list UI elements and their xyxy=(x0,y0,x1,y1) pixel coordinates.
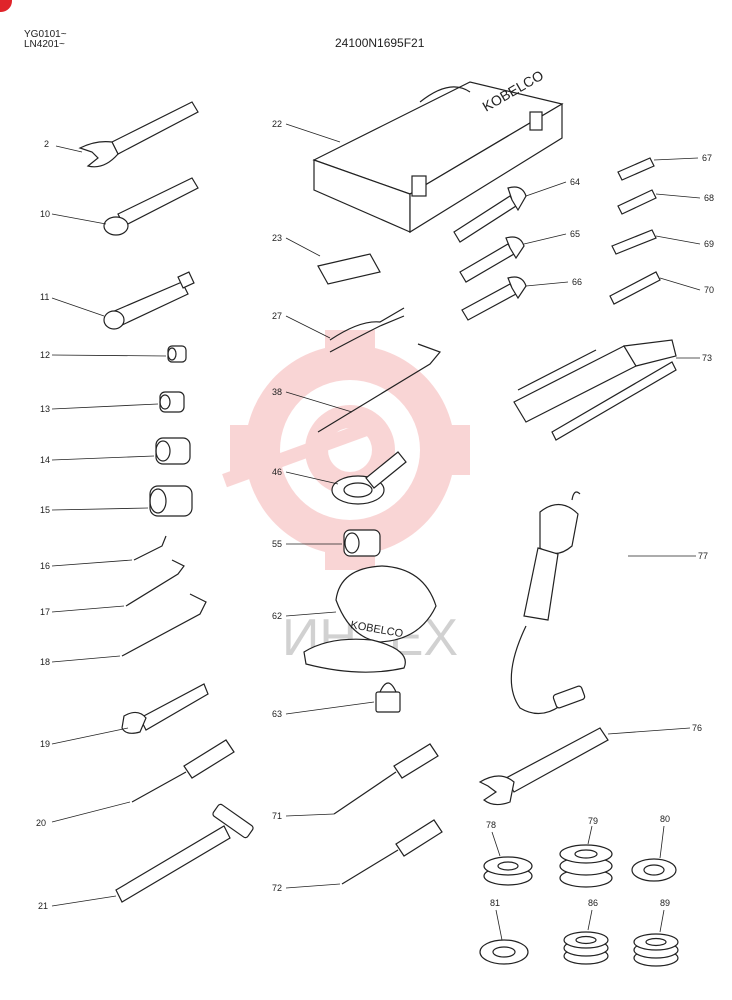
part-65-spanner xyxy=(459,233,567,283)
callout-19: 19 xyxy=(40,739,50,749)
callout-86: 86 xyxy=(588,898,598,908)
part-11-extension-bar xyxy=(51,271,195,330)
callout-38: 38 xyxy=(272,387,282,397)
part-73-grease-gun xyxy=(513,339,700,441)
part-46-ring-spanner xyxy=(285,451,407,505)
part-81-washer xyxy=(479,909,529,965)
part-70-spanner xyxy=(609,271,701,305)
callout-68: 68 xyxy=(704,193,714,203)
callout-89: 89 xyxy=(660,898,670,908)
callout-14: 14 xyxy=(40,455,50,465)
callout-81: 81 xyxy=(490,898,500,908)
part-67-spanner xyxy=(617,157,699,181)
part-27-pliers xyxy=(285,307,405,353)
callout-15: 15 xyxy=(40,505,50,515)
part-18-hex-key xyxy=(51,593,207,663)
part-66-spanner xyxy=(461,276,569,321)
part-78-ring xyxy=(483,831,533,886)
part-number: 24100N1695F21 xyxy=(335,36,425,50)
callout-46: 46 xyxy=(272,467,282,477)
part-55-socket xyxy=(286,529,381,557)
part-12-socket xyxy=(51,345,187,363)
part-15-socket xyxy=(51,485,193,517)
part-17-hex-key xyxy=(51,559,185,613)
part-19-adjustable-wrench xyxy=(51,683,209,745)
part-72-screwdriver xyxy=(285,819,443,889)
callout-10: 10 xyxy=(40,209,50,219)
part-13-socket xyxy=(51,391,185,413)
callout-69: 69 xyxy=(704,239,714,249)
callout-65: 65 xyxy=(570,229,580,239)
callout-80: 80 xyxy=(660,814,670,824)
callout-70: 70 xyxy=(704,285,714,295)
callout-76: 76 xyxy=(692,723,702,733)
callout-66: 66 xyxy=(572,277,582,287)
part-62-cap: KOBELCO xyxy=(285,565,437,673)
callout-27: 27 xyxy=(272,311,282,321)
part-77-work-lamp xyxy=(510,491,696,715)
callout-73: 73 xyxy=(702,353,712,363)
part-21-hammer xyxy=(51,803,254,907)
part-68-spanner xyxy=(617,189,701,215)
part-71-screwdriver xyxy=(285,743,439,817)
part-2-spanner xyxy=(55,101,199,168)
callout-72: 72 xyxy=(272,883,282,893)
part-63-padlock xyxy=(285,682,401,715)
callout-13: 13 xyxy=(40,404,50,414)
part-23-tag-plate xyxy=(285,237,381,285)
serial-range: YG0101~ LN4201~ xyxy=(24,30,67,50)
callout-21: 21 xyxy=(38,901,48,911)
callout-71: 71 xyxy=(272,811,282,821)
serial-line-1: YG0101~ xyxy=(24,29,67,40)
callout-16: 16 xyxy=(40,561,50,571)
part-69-spanner xyxy=(611,229,701,255)
part-16-hex-key xyxy=(51,535,167,567)
part-86-ring-set xyxy=(563,909,609,965)
serial-line-2: LN4201~ xyxy=(24,39,65,50)
part-10-box-spanner xyxy=(51,177,199,236)
part-14-socket xyxy=(51,437,191,465)
part-76-spanner xyxy=(478,727,691,806)
callout-18: 18 xyxy=(40,657,50,667)
callout-55: 55 xyxy=(272,539,282,549)
part-38-hex-key xyxy=(285,343,442,433)
part-79-ring-set xyxy=(559,825,613,888)
callout-17: 17 xyxy=(40,607,50,617)
callout-22: 22 xyxy=(272,119,282,129)
watermark-logo xyxy=(222,330,470,570)
callout-12: 12 xyxy=(40,350,50,360)
part-80-washer xyxy=(631,825,677,882)
callout-20: 20 xyxy=(36,818,46,828)
part-89-ring-set xyxy=(633,909,679,967)
callout-2: 2 xyxy=(44,139,49,149)
callout-64: 64 xyxy=(570,177,580,187)
callout-78: 78 xyxy=(486,820,496,830)
callout-63: 63 xyxy=(272,709,282,719)
callout-11: 11 xyxy=(40,292,49,302)
callout-67: 67 xyxy=(702,153,712,163)
callout-62: 62 xyxy=(272,611,282,621)
callout-79: 79 xyxy=(588,816,598,826)
part-64-spanner xyxy=(453,181,567,243)
callout-77: 77 xyxy=(698,551,708,561)
part-20-screwdriver xyxy=(51,739,235,823)
part-22-toolbox: KOBELCO xyxy=(285,67,564,234)
callout-23: 23 xyxy=(272,233,282,243)
